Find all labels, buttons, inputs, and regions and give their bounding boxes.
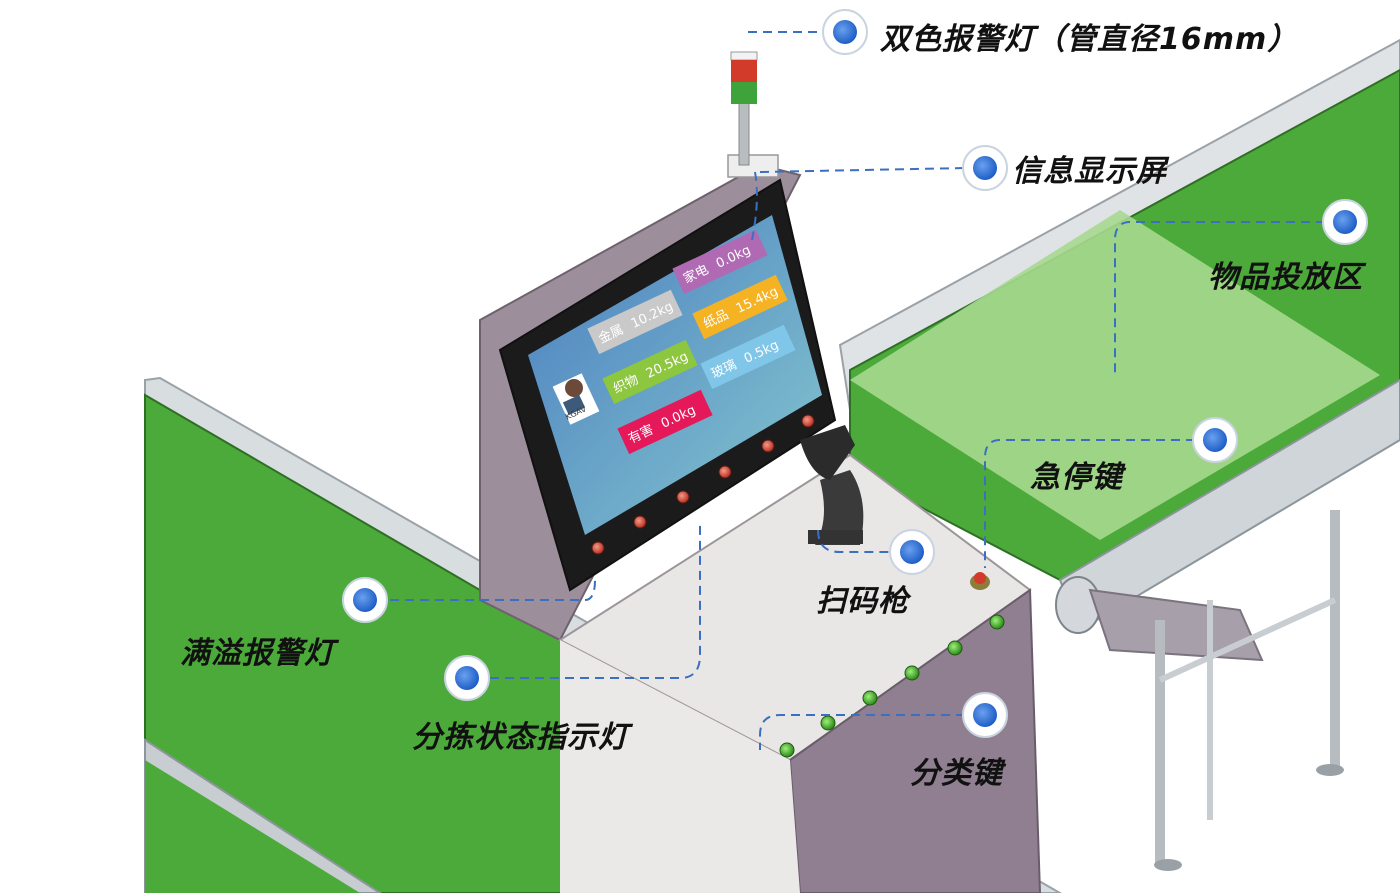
category-keys-panel bbox=[779, 614, 1005, 758]
label-sorting-indicator: 分拣状态指示灯 bbox=[412, 720, 629, 755]
label-info-screen: 信息显示屏 bbox=[1012, 154, 1167, 189]
overflow-led bbox=[801, 414, 815, 428]
overflow-led bbox=[591, 541, 605, 555]
callout-dot bbox=[900, 540, 924, 564]
overflow-led bbox=[761, 439, 775, 453]
category-key bbox=[989, 614, 1005, 630]
label-overflow-light: 满溢报警灯 bbox=[180, 636, 335, 671]
callout-dot bbox=[833, 20, 857, 44]
drop-zone-area bbox=[850, 210, 1380, 540]
label-scanner: 扫码枪 bbox=[816, 584, 909, 619]
callout-dot bbox=[353, 588, 377, 612]
category-key bbox=[779, 742, 795, 758]
label-alarm-light: 双色报警灯（管直径16mm） bbox=[880, 22, 1299, 57]
callout-lines bbox=[390, 31, 1325, 750]
label-drop-zone: 物品投放区 bbox=[1208, 260, 1363, 295]
barcode-scanner bbox=[800, 425, 864, 545]
category-key bbox=[820, 715, 836, 731]
category-key bbox=[904, 665, 920, 681]
overflow-led bbox=[718, 465, 732, 479]
overflow-led bbox=[676, 490, 690, 504]
overflow-alarm-lights bbox=[591, 414, 815, 555]
emergency-stop-button bbox=[970, 572, 990, 590]
callout-dot bbox=[455, 666, 479, 690]
category-key bbox=[862, 690, 878, 706]
overflow-led bbox=[633, 515, 647, 529]
right-conveyor bbox=[838, 38, 1400, 871]
alarm-light-tower bbox=[730, 51, 758, 166]
callout-dot bbox=[1203, 428, 1227, 452]
label-emergency-stop: 急停键 bbox=[1030, 460, 1123, 495]
label-category-key: 分类键 bbox=[910, 756, 1003, 791]
category-key bbox=[947, 640, 963, 656]
callout-dot bbox=[1333, 210, 1357, 234]
callout-markers bbox=[342, 9, 1368, 738]
callout-dot bbox=[973, 703, 997, 727]
callout-dot bbox=[973, 156, 997, 180]
